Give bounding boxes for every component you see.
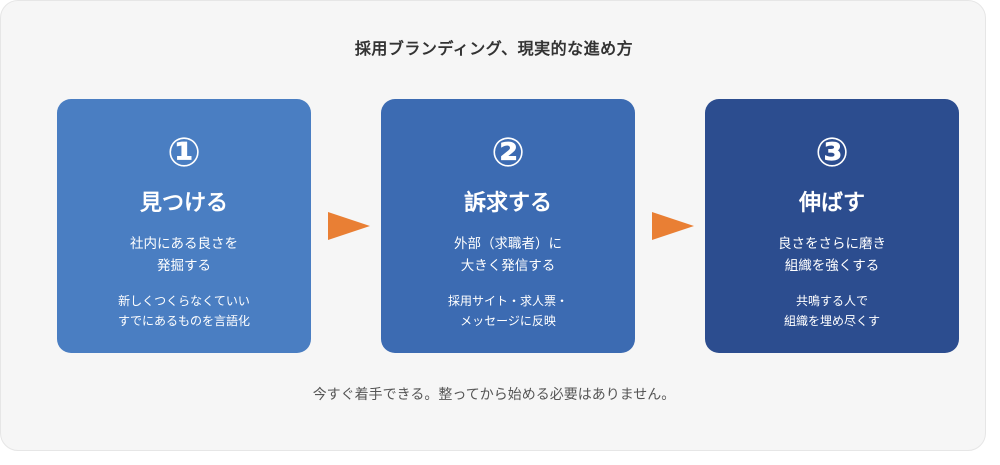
- step-heading: 訴求する: [463, 191, 552, 216]
- step-description-line: 大きく発信する: [460, 258, 556, 274]
- step-note-line: メッセージに反映: [460, 314, 556, 328]
- step-note-line: 組織を埋め尽くす: [783, 314, 880, 328]
- step-number: ②: [491, 130, 525, 176]
- step-description-line: 良さをさらに磨き: [778, 236, 886, 252]
- step-description-line: 発掘する: [157, 258, 211, 274]
- step-description-line: 外部（求職者）に: [454, 236, 562, 252]
- step-number: ①: [167, 130, 201, 176]
- step-note-line: すでにあるものを言語化: [117, 314, 251, 328]
- step-description: 良さをさらに磨き 組織を強くする: [715, 233, 949, 277]
- step-note-line: 採用サイト・求人票・: [447, 294, 568, 308]
- diagram-title: 採用ブランディング、現実的な進め方: [354, 39, 634, 58]
- step-note-line: 新しくつくらなくていい: [118, 294, 250, 308]
- arrow-right-icon: [328, 212, 370, 240]
- step-note: 新しくつくらなくていい すでにあるものを言語化: [67, 291, 301, 331]
- step-number: ③: [815, 130, 849, 176]
- step-description: 社内にある良さを 発掘する: [67, 233, 301, 277]
- footer-message: 今すぐ着手できる。整ってから始める必要はありません。: [312, 387, 676, 403]
- step-note: 共鳴する人で 組織を埋め尽くす: [715, 291, 949, 331]
- step-description-line: 社内にある良さを: [130, 236, 238, 252]
- arrow-right-icon: [652, 212, 694, 240]
- diagram-frame: 採用ブランディング、現実的な進め方 ① 見つける 社内にある良さを 発掘する 新…: [0, 0, 986, 451]
- step-description-line: 組織を強くする: [784, 258, 880, 274]
- step-card-grow: ③ 伸ばす 良さをさらに磨き 組織を強くする 共鳴する人で 組織を埋め尽くす: [705, 99, 959, 353]
- step-card-appeal: ② 訴求する 外部（求職者）に 大きく発信する 採用サイト・求人票・ メッセージ…: [381, 99, 635, 353]
- step-note: 採用サイト・求人票・ メッセージに反映: [391, 291, 625, 331]
- step-heading: 見つける: [139, 191, 228, 216]
- step-description: 外部（求職者）に 大きく発信する: [391, 233, 625, 277]
- step-note-line: 共鳴する人で: [795, 294, 868, 308]
- step-heading: 伸ばす: [798, 191, 865, 216]
- step-card-find: ① 見つける 社内にある良さを 発掘する 新しくつくらなくていい すでにあるもの…: [57, 99, 311, 353]
